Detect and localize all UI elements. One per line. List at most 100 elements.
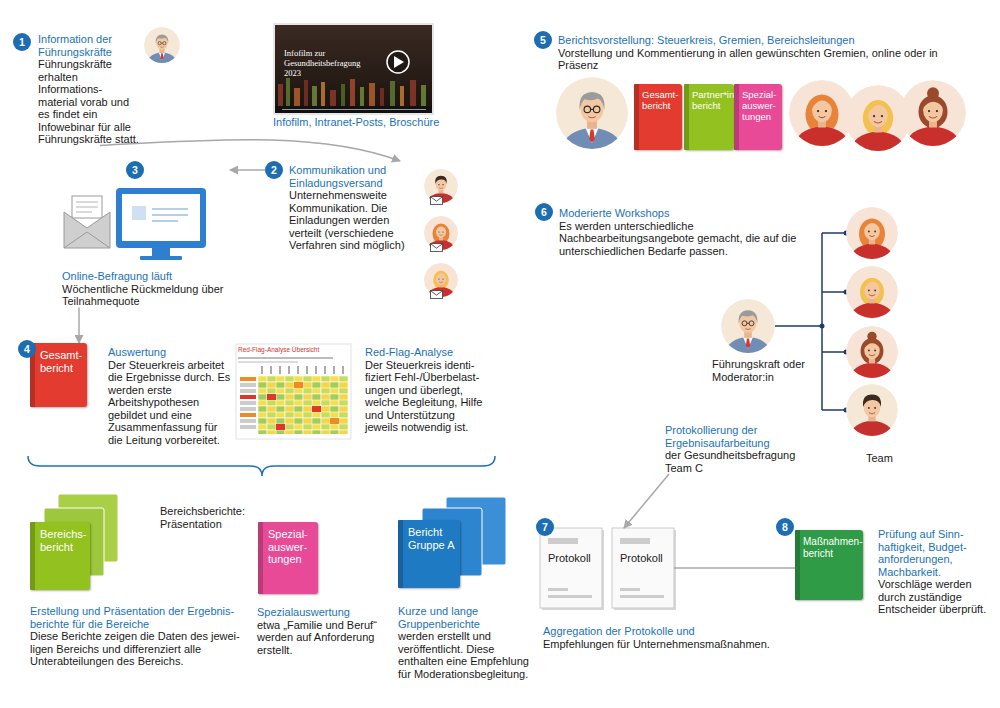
note: Bereichsberichte: Präsentation xyxy=(160,505,255,530)
bracket xyxy=(28,456,495,476)
envelope-icon xyxy=(430,291,442,299)
step-text: Information der FührungskräfteFührungskr… xyxy=(13,33,143,146)
heading: Spezialauswertung xyxy=(257,606,389,619)
step-number-text: 8 xyxy=(776,518,794,536)
team-tree xyxy=(775,231,849,413)
video-title: Infofilm zur Gesundheitsbefragung 2023 xyxy=(284,48,376,78)
body-text: Führungskräfte erhalten Informations- ma… xyxy=(38,58,143,146)
video-forest xyxy=(278,78,426,106)
envelope-icon xyxy=(430,244,442,252)
video-image xyxy=(275,25,432,113)
body-text: Der Steuerkreis arbeitet die Ergebnisse … xyxy=(108,359,233,447)
body-text: der Gesundheitsbefragung Team C xyxy=(665,449,805,474)
heading: Online-Befragung läuft xyxy=(62,270,230,283)
book-title: Maßnahmen- bericht xyxy=(803,536,861,560)
body-text: Wöchentliche Rückmeldung über Teilnahmeq… xyxy=(62,283,230,308)
heading: Protokollierung der Ergebnisaufarbeitung xyxy=(665,424,805,449)
heading: Auswertung xyxy=(108,346,233,359)
body-text: Empfehlungen für Unternehmensmaßnahmen. xyxy=(543,638,793,651)
body-text: Vorstellung und Kommentierung in allen g… xyxy=(558,47,974,72)
protocol-document: Protokoll xyxy=(612,528,674,608)
report-book: Partner*in bericht xyxy=(684,84,734,150)
heading: Berichtsvorstellung: Steuerkreis, Gremie… xyxy=(558,34,974,47)
caption: Infofilm, Intranet-Posts, Broschüre xyxy=(273,116,448,129)
book-title: Partner*in bericht xyxy=(692,89,732,111)
protocol-paper xyxy=(540,528,676,610)
book-title: Gesamt- bericht xyxy=(642,89,680,111)
step-number-text: 5 xyxy=(534,31,552,49)
team-avatar xyxy=(846,326,898,378)
step-number: 1 xyxy=(13,33,31,51)
team-avatar xyxy=(846,266,898,318)
text-block: Red-Flag-AnalyseDer Steuerkreis identi- … xyxy=(365,346,487,434)
connector xyxy=(100,140,400,161)
step-number: 5 xyxy=(534,31,552,49)
connector xyxy=(624,474,669,528)
step-number: 4 xyxy=(18,340,36,358)
book-title: Gesamt- bericht xyxy=(40,349,85,374)
avatar-label: Führungskraft oder Moderator:in xyxy=(712,358,812,383)
step-text: Moderierte WorkshopsEs werden unterschie… xyxy=(535,203,815,257)
heading: Aggregation der Protokolle und xyxy=(543,625,793,638)
survey-illustration xyxy=(64,188,206,260)
step-number-text: 3 xyxy=(126,161,144,179)
body-text: etwa „Familie und Beruf“ werden auf Anfo… xyxy=(257,619,389,657)
report-book: Bereichs- bericht xyxy=(30,522,90,590)
step-number: 6 xyxy=(535,203,553,221)
report-book: Bericht Gruppe A xyxy=(398,520,460,588)
text-block: AuswertungDer Steuerkreis arbeitet die E… xyxy=(108,346,233,446)
committee-avatar xyxy=(789,80,855,146)
step-text: Kommunikation und EinladungsversandUnter… xyxy=(265,161,415,252)
heading: Red-Flag-Analyse xyxy=(365,346,487,359)
step-number: 7 xyxy=(536,518,554,536)
step-number-text: 7 xyxy=(536,518,554,536)
report-book: Spezial- auswer- tungen xyxy=(258,522,318,594)
report-book: Maßnahmen- bericht8 xyxy=(795,530,863,600)
heading: Kommunikation und Einladungsversand xyxy=(289,164,415,189)
document-title: Protokoll xyxy=(620,552,670,565)
step-number-text: 6 xyxy=(535,203,553,221)
committee-avatar xyxy=(845,85,911,151)
video-controls xyxy=(275,106,432,113)
text-block: Protokollierung der Ergebnisaufarbeitung… xyxy=(665,424,805,474)
step-text: Online-Befragung läuftWöchentliche Rückm… xyxy=(55,160,230,308)
body-text: Diese Berichte zeigen die Daten des jewe… xyxy=(30,630,260,668)
moderator-avatar xyxy=(721,299,775,353)
play-button xyxy=(387,51,409,73)
step-number-text: 2 xyxy=(265,161,283,179)
avatar-label: Team xyxy=(866,452,906,465)
video-frame xyxy=(273,23,434,115)
manager-avatar xyxy=(556,77,628,149)
body-text: Vorschläge werden durch zuständige Entsc… xyxy=(878,578,990,616)
protocol-document: Protokoll7 xyxy=(540,528,602,608)
step-number-text: 4 xyxy=(18,340,36,358)
step-number-text: 1 xyxy=(13,33,31,51)
play-icon xyxy=(394,56,404,68)
text-block: Erstellung und Präsentation der Ergebnis… xyxy=(30,605,260,668)
connector xyxy=(674,567,795,569)
book-title: Spezial- auswer- tungen xyxy=(742,89,780,122)
envelope-icon xyxy=(430,197,442,205)
text-block: Prüfung auf Sinn- haftigkeit, Budget- an… xyxy=(878,528,990,616)
connector xyxy=(230,169,265,171)
report-book: Gesamt- bericht4 xyxy=(30,343,87,407)
step-number: 8 xyxy=(776,518,794,536)
heading: Kurze und lange Gruppenberichte xyxy=(398,605,533,630)
step-number: 2 xyxy=(265,161,283,179)
report-book: Gesamt- bericht xyxy=(634,84,682,150)
manager-avatar xyxy=(144,27,180,63)
heading: Moderierte Workshops xyxy=(559,207,815,220)
heading: Erstellung und Präsentation der Ergebnis… xyxy=(30,605,260,630)
connector xyxy=(78,308,80,344)
team-avatar xyxy=(846,207,898,259)
text-block: Spezialauswertungetwa „Familie und Beruf… xyxy=(257,606,389,656)
document-title: Protokoll xyxy=(548,552,598,565)
book-title: Spezial- auswer- tungen xyxy=(268,528,316,566)
body-text: Unternehmensweite Kommunikation. Die Ein… xyxy=(289,189,415,252)
video-thumbnail xyxy=(273,23,434,115)
step-number: 3 xyxy=(126,161,144,179)
text-block: Aggregation der Protokolle undEmpfehlung… xyxy=(543,625,793,650)
report-book: Spezial- auswer- tungen xyxy=(734,84,782,150)
body-text: Der Steuerkreis identi- fiziert Fehl-/Üb… xyxy=(365,359,487,434)
body-text: werden erstellt und veröffentlicht. Dies… xyxy=(398,630,533,680)
